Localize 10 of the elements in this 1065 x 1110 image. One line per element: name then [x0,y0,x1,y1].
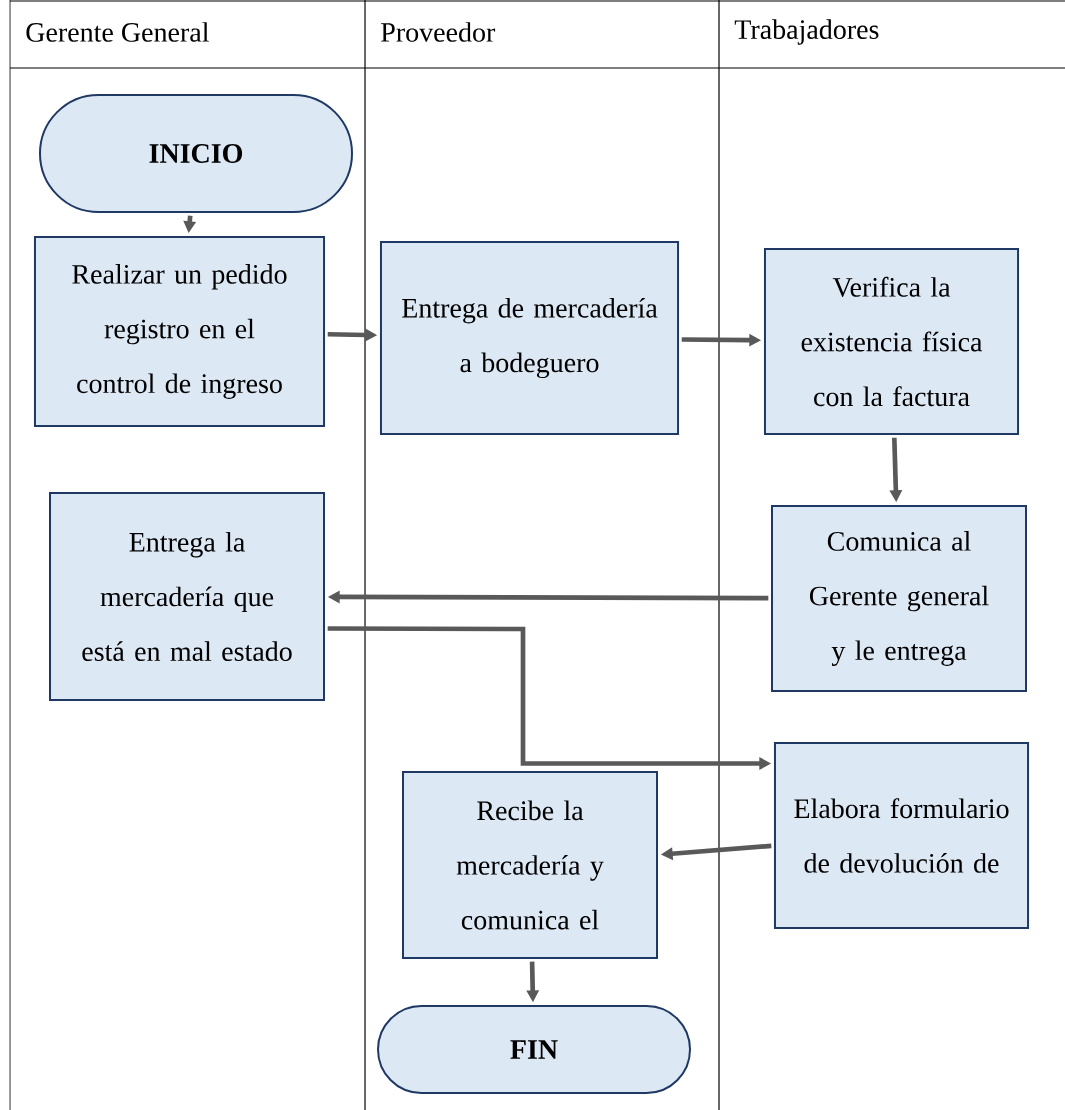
lane-header: Trabajadores [734,19,879,45]
process-box: Comunica al Gerente general y le entrega [771,504,1027,693]
lane-header: Proveedor [381,22,496,42]
process-box: Elabora formulario de devolución de [773,741,1030,930]
process-box: Recibe la mercadería y comunica el [402,771,658,959]
lane-header: Gerente General [26,22,209,42]
process-box: Verifica la existencia física con la factura [763,247,1020,436]
process-box: Entrega la mercadería que está en mal estado [49,492,325,701]
process-box: Entrega de mercadería a bodeguero [379,241,680,435]
process-box: Realizar un pedido registro en el control de ingreso [33,235,326,428]
